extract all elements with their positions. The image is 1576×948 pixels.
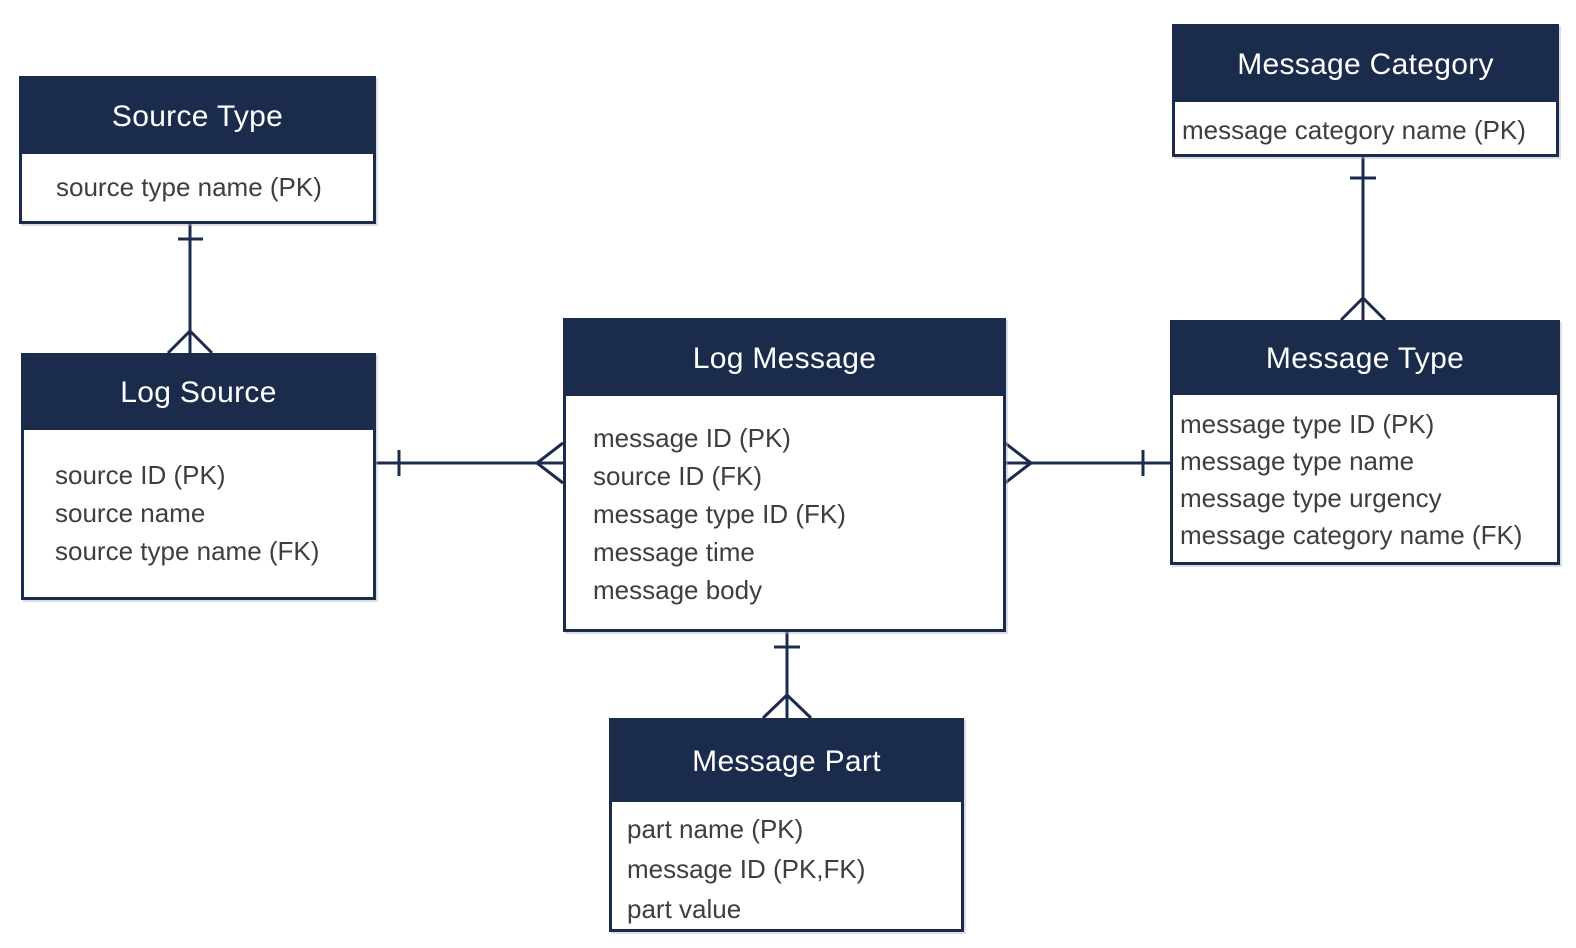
entity-attribute: message type name: [1180, 446, 1415, 476]
entity-message-category: Message Category message category name (…: [1172, 24, 1559, 157]
entity-attribute-list: source ID (PK) source name source type n…: [24, 430, 373, 597]
entity-source-type: Source Type source type name (PK): [19, 76, 376, 224]
entity-attribute: message ID (PK): [593, 423, 791, 453]
entity-message-type: Message Type message type ID (PK) messag…: [1170, 320, 1560, 565]
relationship-message-category-message-type: [1339, 157, 1387, 322]
entity-attribute: message type ID (FK): [593, 499, 846, 529]
entity-attribute-list: message category name (PK): [1175, 102, 1556, 154]
entity-attribute: source ID (PK): [55, 460, 226, 490]
relationship-log-source-log-message: [376, 441, 564, 485]
entity-attribute: message category name (PK): [1182, 115, 1526, 145]
entity-attribute: message category name (FK): [1180, 520, 1523, 550]
entity-attribute: message body: [593, 575, 763, 605]
many-crow-foot-icon: [534, 441, 564, 485]
entity-title: Message Type: [1173, 323, 1557, 395]
entity-attribute: source name: [55, 498, 206, 528]
entity-attribute-list: source type name (PK): [22, 154, 373, 221]
entity-title: Log Source: [24, 356, 373, 430]
entity-attribute-list: message type ID (PK) message type name m…: [1173, 395, 1557, 562]
relationship-log-message-message-part: [761, 632, 813, 720]
entity-attribute: source type name (FK): [55, 536, 320, 566]
entity-attribute: message ID (PK,FK): [627, 854, 866, 884]
entity-attribute: message type urgency: [1180, 483, 1442, 513]
entity-attribute: message type ID (PK): [1180, 409, 1435, 439]
entity-message-part: Message Part part name (PK) message ID (…: [609, 718, 964, 932]
entity-title: Log Message: [566, 321, 1003, 396]
many-crow-foot-icon: [1339, 295, 1387, 322]
many-crow-foot-icon: [761, 692, 813, 720]
entity-attribute: source ID (FK): [593, 461, 763, 491]
many-crow-foot-icon: [166, 328, 214, 355]
entity-attribute: part name (PK): [627, 814, 804, 844]
relationship-source-type-log-source: [166, 224, 214, 355]
entity-log-source: Log Source source ID (PK) source name so…: [21, 353, 376, 600]
entity-title: Source Type: [22, 79, 373, 154]
entity-attribute: source type name (PK): [56, 172, 322, 202]
entity-title: Message Category: [1175, 27, 1556, 102]
many-crow-foot-icon: [1004, 441, 1034, 485]
entity-attribute: message time: [593, 537, 755, 567]
entity-attribute: part value: [627, 894, 742, 924]
entity-attribute-list: part name (PK) message ID (PK,FK) part v…: [612, 802, 961, 929]
entity-log-message: Log Message message ID (PK) source ID (F…: [563, 318, 1006, 632]
relationship-message-type-log-message: [1004, 441, 1170, 485]
entity-title: Message Part: [612, 721, 961, 802]
entity-attribute-list: message ID (PK) source ID (FK) message t…: [566, 396, 1003, 629]
